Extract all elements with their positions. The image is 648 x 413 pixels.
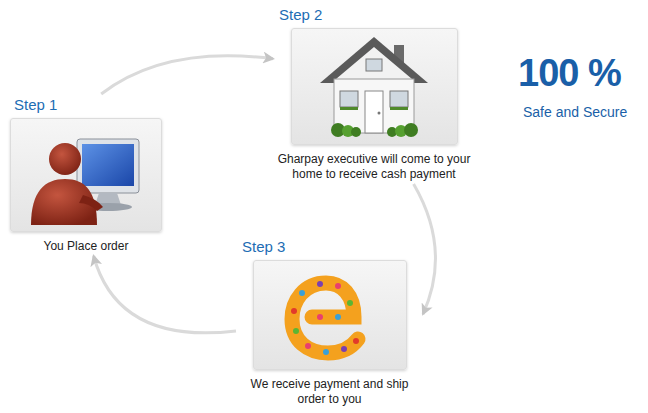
brand-logo [254, 261, 406, 369]
cycle-arrow [101, 56, 273, 94]
cycle-arrow [94, 256, 236, 333]
step-caption: You Place order [44, 239, 129, 254]
step-card [253, 260, 407, 370]
house-icon [292, 29, 457, 144]
safety-figure: 100 % [518, 52, 621, 95]
step-node: Step 2 Gharpay executive will come to yo… [275, 6, 473, 182]
safety-note: Safe and Secure [523, 104, 627, 120]
cycle-arrow [414, 184, 436, 314]
step-card [10, 118, 162, 232]
step-node: Step 1 You Place order [10, 96, 162, 254]
step-card [291, 28, 458, 145]
step-heading: Step 2 [279, 6, 322, 24]
step-node: Step 3 We receive payment and ship order… [238, 238, 421, 407]
step-heading: Step 3 [242, 238, 285, 256]
computer-user-icon [11, 119, 161, 231]
step-heading: Step 1 [14, 96, 57, 114]
step-caption: We receive payment and ship order to you [238, 377, 421, 407]
step-caption: Gharpay executive will come to your home… [275, 152, 473, 182]
